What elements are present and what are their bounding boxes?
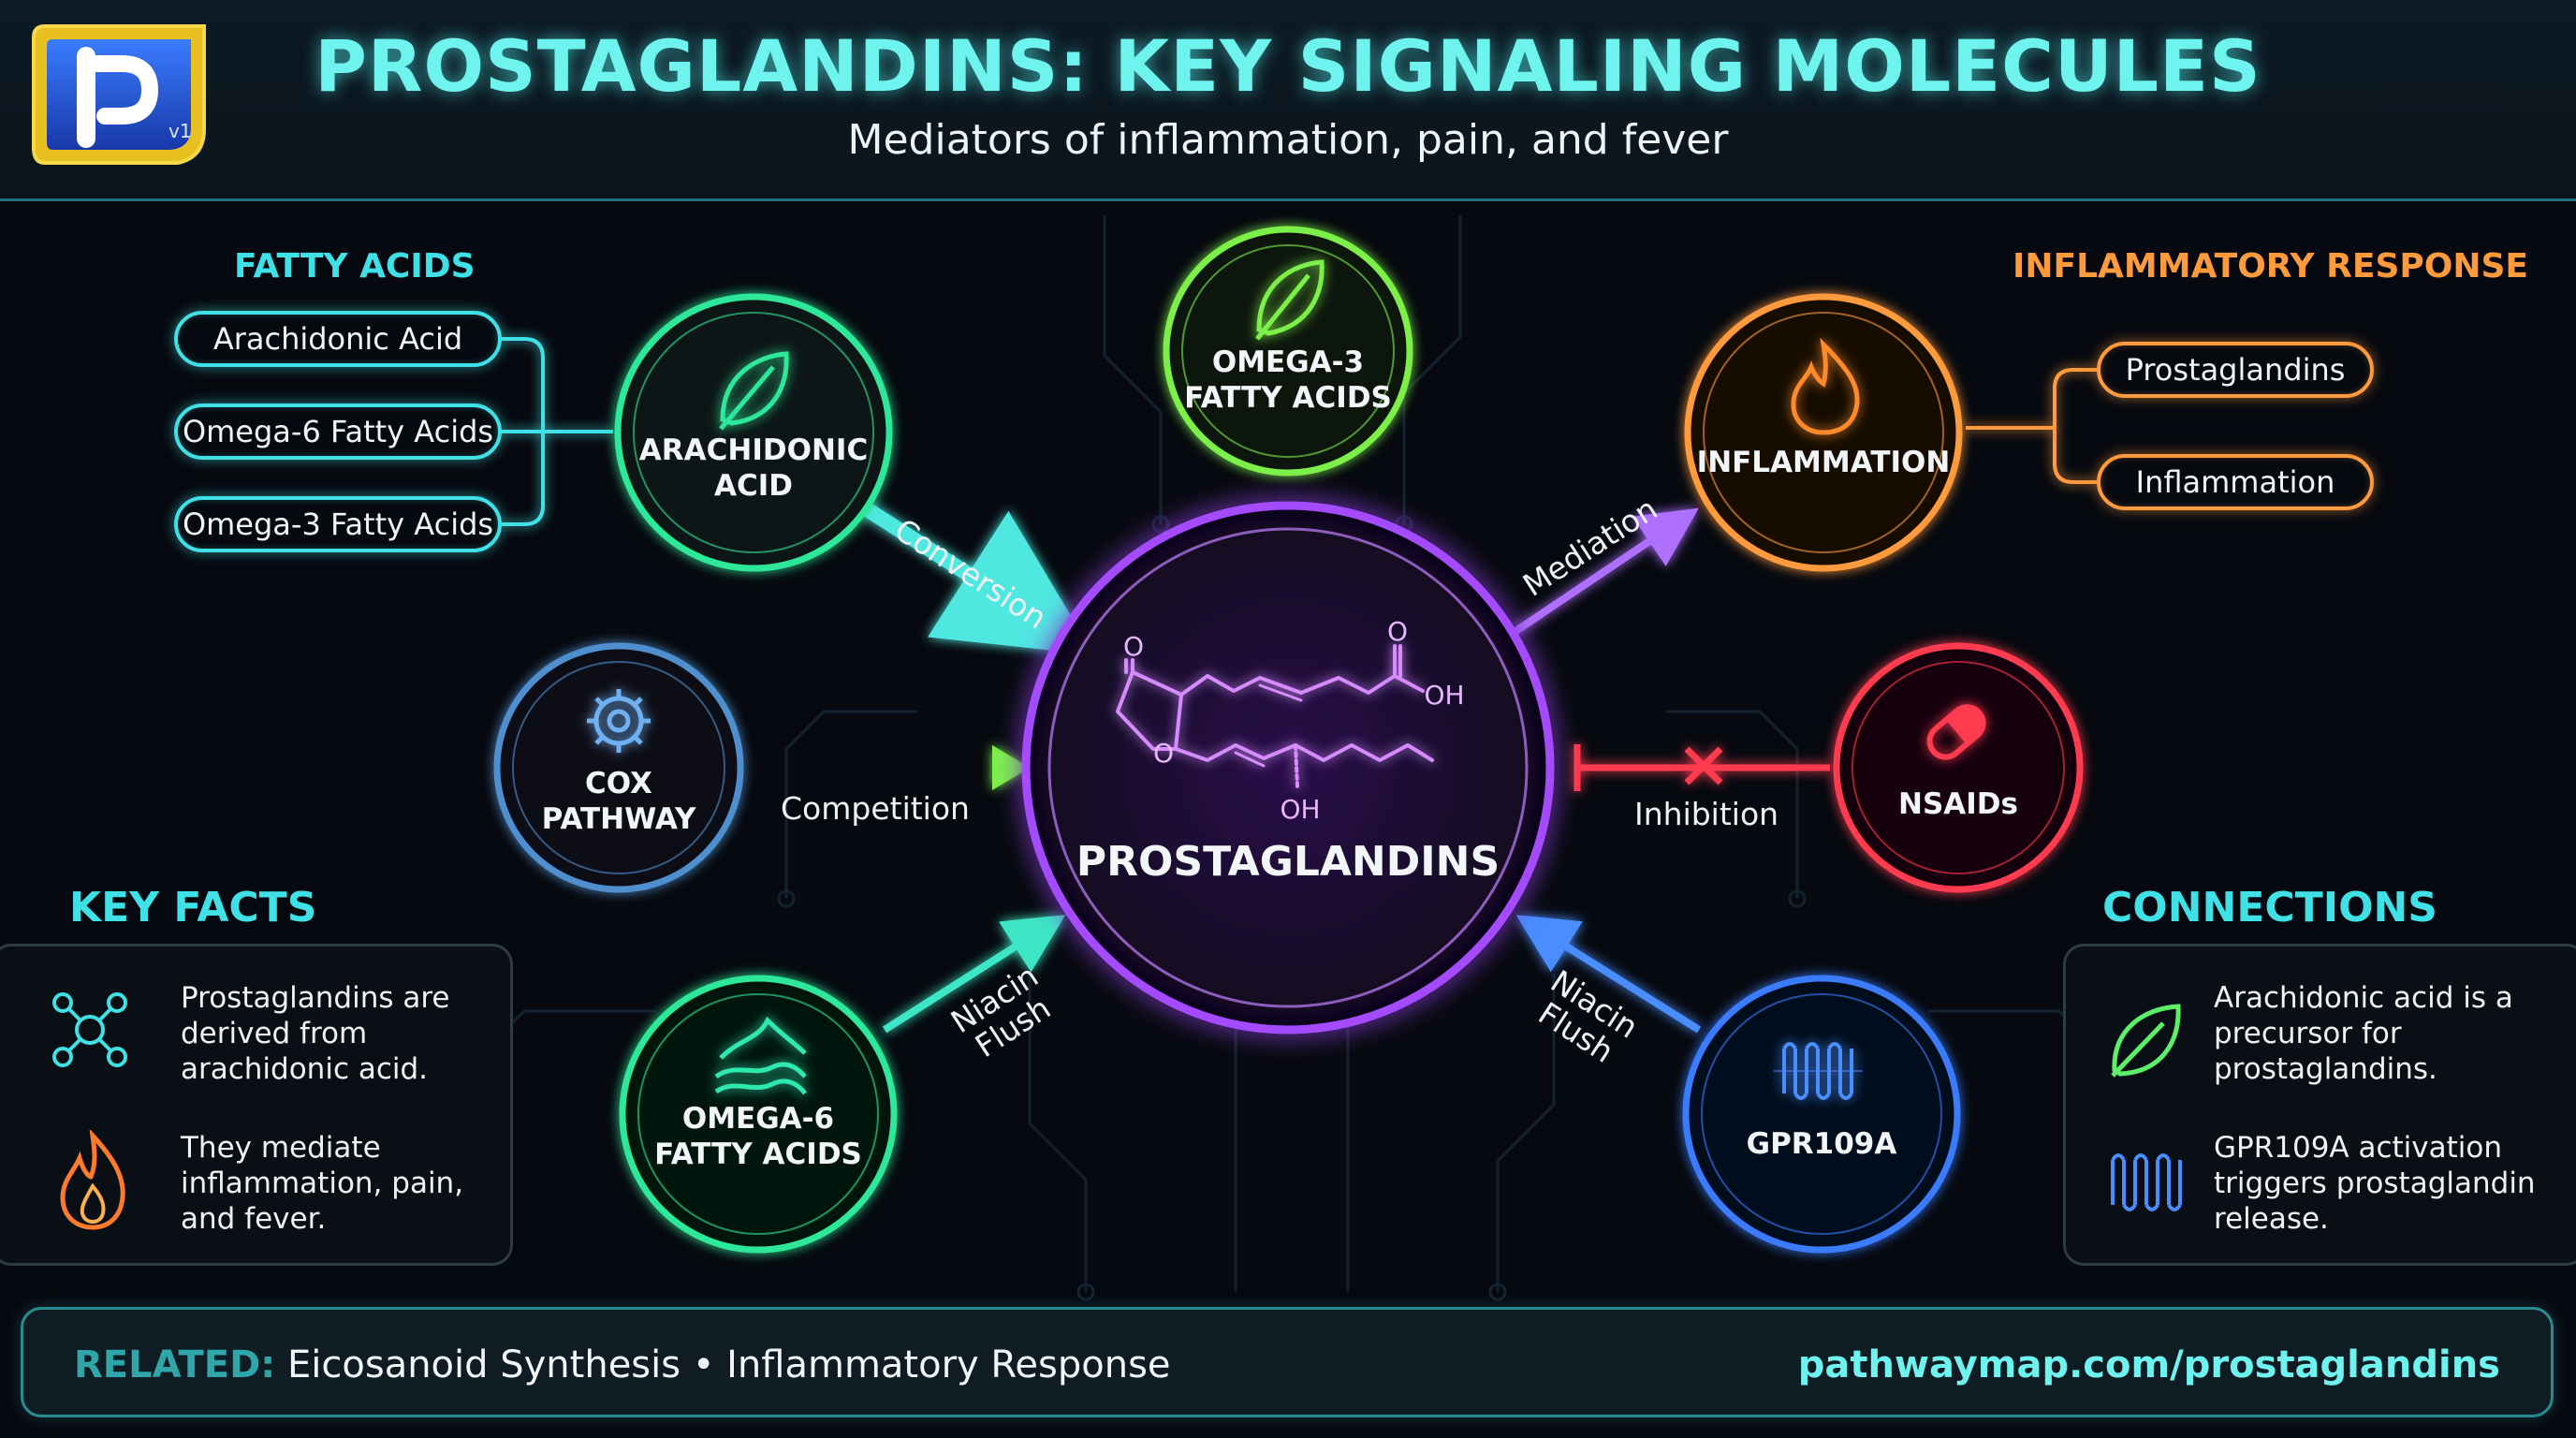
niacin-left-arrow (882, 915, 1066, 1034)
inflammatory-bracket (1966, 368, 2097, 484)
gpr109a-node-circle[interactable] (1682, 975, 1961, 1254)
molecule-o-acid: O (1386, 616, 1409, 647)
prostaglandin-molecule (1116, 644, 1434, 788)
inflammatory-response-title: INFLAMMATORY RESPONSE (2012, 247, 2529, 286)
inhibition-line (1573, 744, 1830, 791)
gear-icon (587, 689, 651, 753)
connections-panel: Arachidonic acid is a precursor for pros… (2063, 944, 2576, 1266)
pill-icon (1926, 704, 1986, 760)
leaf-icon (2111, 1004, 2181, 1078)
arachidonic-node-label: ARACHIDONIC ACID (638, 433, 869, 503)
cox-node-label: COX PATHWAY (541, 767, 696, 836)
omega3-node-circle[interactable] (1163, 226, 1413, 477)
inflammation-node-label: INFLAMMATION (1696, 446, 1951, 479)
niacin-right-arrow (1515, 915, 1702, 1034)
wave-icon (714, 1016, 808, 1095)
page-title: PROSTAGLANDINS: KEY SIGNALING MOLECULES (315, 24, 2261, 108)
edge-label-competition: Competition (781, 790, 970, 827)
related-links[interactable]: Eicosanoid Synthesis • Inflammatory Resp… (287, 1343, 1171, 1387)
footer-url-link[interactable]: pathwaymap.com/prostaglandins (1797, 1343, 2500, 1387)
flame-icon (1791, 337, 1860, 435)
flame-icon (60, 1130, 125, 1230)
edge-label-inhibition: Inhibition (1634, 796, 1779, 832)
omega3-node-label: OMEGA-3 FATTY ACIDS (1184, 345, 1392, 415)
key-fact-1: Prostaglandins are derived from arachido… (181, 981, 450, 1086)
page-subtitle: Mediators of inflammation, pain, and fev… (847, 116, 1729, 164)
receptor-icon (1774, 1042, 1863, 1100)
logo-badge (32, 24, 206, 165)
network-icon (52, 992, 127, 1067)
leaf-icon (1255, 259, 1325, 341)
center-node-circle[interactable] (1021, 501, 1555, 1034)
omega6-node-label: OMEGA-6 FATTY ACIDS (654, 1102, 862, 1171)
receptor-icon (2111, 1153, 2182, 1211)
molecule-o-top: O (1122, 631, 1145, 662)
molecule-o-ring: O (1152, 738, 1175, 769)
mediation-arrow (1512, 507, 1699, 636)
footer-bar: RELATED: Eicosanoid Synthesis • Inflamma… (21, 1307, 2554, 1417)
key-facts-panel: Prostaglandins are derived from arachido… (0, 944, 513, 1266)
fatty-acids-title: FATTY ACIDS (234, 247, 476, 286)
conversion-arrow (856, 499, 1094, 655)
cox-node-circle[interactable] (493, 642, 744, 893)
pill-omega3-fatty-acids[interactable]: Omega-3 Fatty Acids (174, 496, 502, 552)
key-fact-2: They mediate inflammation, pain, and fev… (181, 1131, 464, 1236)
nsaids-node-circle[interactable] (1833, 642, 2084, 893)
pill-inflammation[interactable]: Inflammation (2097, 454, 2374, 510)
pill-prostaglandins[interactable]: Prostaglandins (2097, 342, 2374, 398)
center-node-label: PROSTAGLANDINS (1076, 838, 1500, 886)
connection-2: GPR109A activation triggers prostaglandi… (2214, 1131, 2536, 1236)
omega6-node-circle[interactable] (619, 975, 898, 1254)
logo-version: v1 (168, 120, 192, 142)
pill-arachidonic-acid[interactable]: Arachidonic Acid (174, 311, 502, 367)
gpr109a-node-label: GPR109A (1746, 1127, 1897, 1161)
fatty-acids-bracket (501, 337, 613, 526)
node-circles (493, 226, 2084, 1254)
molecule-oh-bottom: OH (1280, 794, 1321, 825)
arachidonic-node-circle[interactable] (614, 293, 893, 572)
pill-omega6-fatty-acids[interactable]: Omega-6 Fatty Acids (174, 404, 502, 460)
connection-1: Arachidonic acid is a precursor for pros… (2214, 981, 2513, 1086)
related-label: RELATED: (74, 1343, 276, 1387)
connections-title: CONNECTIONS (2102, 884, 2437, 932)
footer-related: RELATED: Eicosanoid Synthesis • Inflamma… (74, 1343, 1171, 1387)
leaf-icon (719, 351, 789, 431)
header-bar: v1 PROSTAGLANDINS: KEY SIGNALING MOLECUL… (0, 0, 2576, 201)
competition-arrowhead (992, 745, 1030, 790)
nsaids-node-label: NSAIDs (1898, 787, 2018, 821)
molecule-oh-acid: OH (1424, 680, 1465, 711)
key-facts-title: KEY FACTS (69, 884, 317, 932)
